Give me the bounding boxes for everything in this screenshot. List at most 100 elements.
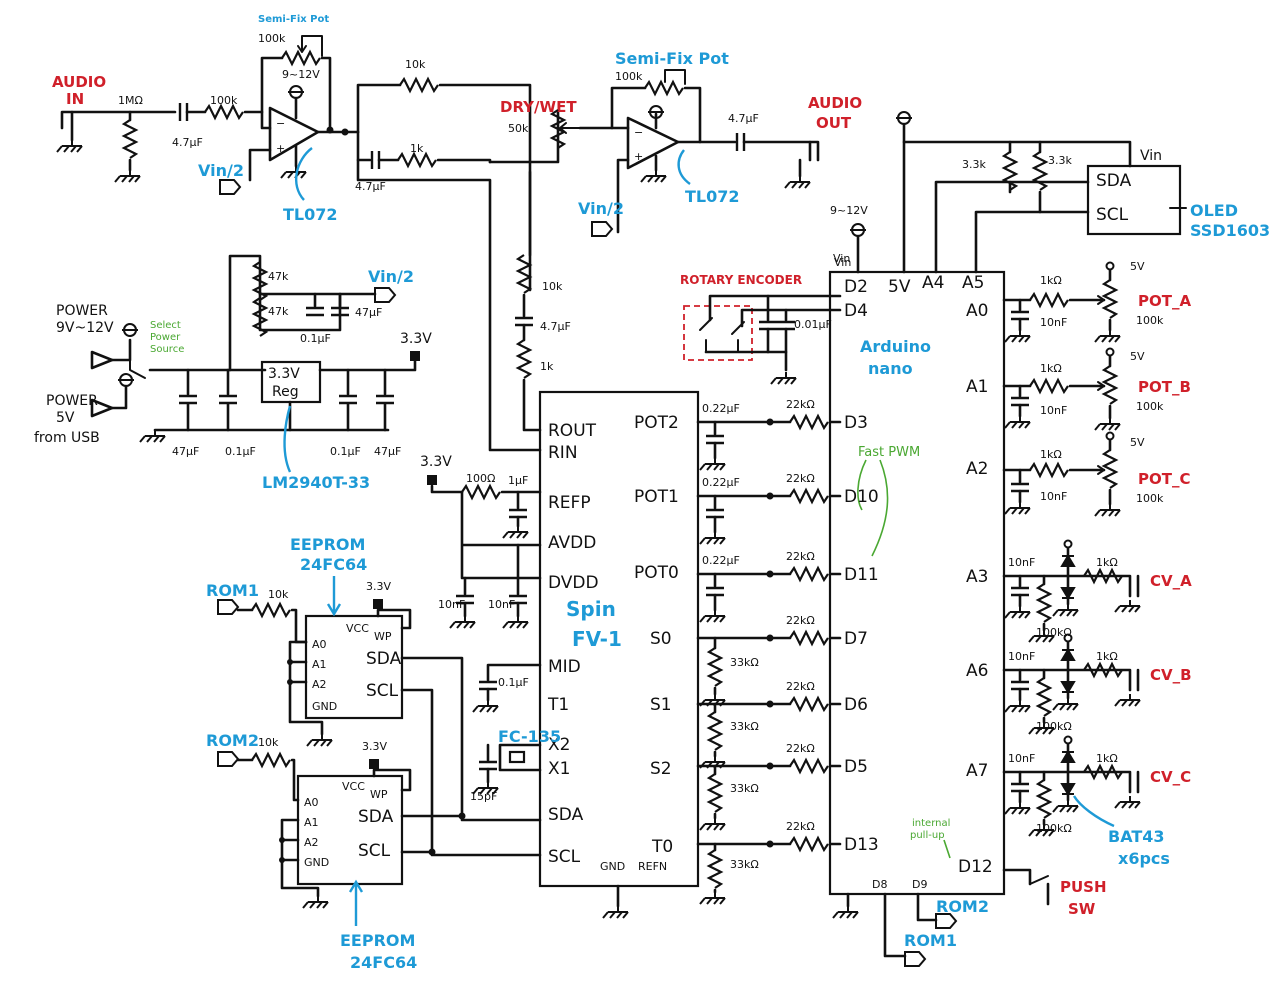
spin-nano-links: 22kΩ 22kΩ 22kΩ 22kΩ 22kΩ 22kΩ 22kΩ 0.22μ… — [696, 398, 920, 905]
power-supply: POWER 9V~12V POWER 5V from USB Select Po… — [34, 254, 432, 492]
fast-pwm-label: Fast PWM — [858, 445, 920, 460]
lm2940-label: LM2940T-33 — [262, 473, 370, 492]
push-sw-label: PUSH — [1060, 878, 1107, 896]
svg-text:−: − — [276, 117, 285, 130]
e1-pin-gnd: GND — [312, 700, 337, 713]
nano-pin-vin: Vin — [834, 256, 851, 269]
e2-pin-gnd: GND — [304, 856, 329, 869]
c-01u-b-label: 0.1μF — [330, 445, 361, 458]
vin-label: Vin — [833, 252, 850, 265]
audio-out-label-2: OUT — [816, 114, 852, 132]
bat43-label: BAT43 — [1108, 827, 1165, 846]
spin-pin-t0: T0 — [651, 837, 673, 857]
pot-b-5v: 5V — [1130, 350, 1145, 363]
cv-c-label: CV_C — [1150, 768, 1191, 786]
arduino-label: Arduino — [860, 337, 931, 356]
spin-pin-mid: MID — [548, 657, 581, 677]
spin-pin-refp: REFP — [548, 493, 591, 513]
r-1k-mid-label: 1k — [410, 142, 424, 155]
audio-in-label: AUDIO — [52, 73, 106, 91]
dry-wet-val: 50k — [508, 122, 529, 135]
power-9v-label: POWER — [56, 303, 108, 319]
op1-supply-label: 9~12V — [282, 68, 320, 81]
oled-pin-vin: Vin — [1140, 148, 1162, 164]
c-1u-label: 1μF — [508, 474, 528, 487]
spin-pin-s2: S2 — [650, 759, 672, 779]
e2-pin-a0: A0 — [304, 796, 319, 809]
spin-pin-pot1: POT1 — [634, 487, 679, 507]
vin2-2-label: Vin/2 — [578, 199, 624, 218]
c-15p-label: 15pF — [470, 790, 497, 803]
audio-out-label: AUDIO — [808, 94, 862, 112]
c-01u-a-label: 0.1μF — [225, 445, 256, 458]
vin2-1-label: Vin/2 — [198, 161, 244, 180]
r-1k-a: 1kΩ — [1040, 274, 1062, 287]
r22k-1: 22kΩ — [786, 398, 815, 411]
pot-100k-1-label: 100k — [258, 32, 286, 45]
pot-inputs: 5V 1kΩ 10nF POT_A 100k 5V 1kΩ 10nF POT_B… — [1002, 260, 1191, 517]
v33-2-label: 3.3V — [420, 454, 452, 470]
rom1-b-label: ROM1 — [904, 931, 957, 950]
oled-label-2: SSD1603 — [1190, 221, 1270, 240]
c-10n-1-label: 10nF — [438, 598, 465, 611]
spin-pin-avdd: AVDD — [548, 533, 596, 553]
r22k-3: 22kΩ — [786, 550, 815, 563]
c-10n-a: 10nF — [1040, 316, 1067, 329]
e1-pin-a0: A0 — [312, 638, 327, 651]
r-33k-1-label: 3.3k — [962, 158, 986, 171]
pullup-label-2: pull-up — [910, 830, 945, 841]
opamp-1 — [268, 106, 320, 162]
nano-pin-d9: D9 — [912, 878, 927, 891]
r-10k-top-label: 10k — [405, 58, 426, 71]
r-100ohm-label: 100Ω — [466, 472, 495, 485]
r-33k-2-label: 3.3k — [1048, 154, 1072, 167]
r-1k-cv-c: 1kΩ — [1096, 752, 1118, 765]
r33k-3: 33kΩ — [730, 782, 759, 795]
oled-label: OLED — [1190, 201, 1238, 220]
c-mid-label: 4.7μF — [355, 180, 386, 193]
e2-pin-vcc: VCC — [342, 780, 365, 793]
e1-pin-sda: SDA — [366, 649, 402, 669]
r-10k-v-label: 10k — [542, 280, 563, 293]
reg-label-2: Reg — [272, 384, 299, 400]
pot-a-5v: 5V — [1130, 260, 1145, 273]
r-100k-cv-c: 100kΩ — [1036, 822, 1072, 835]
c-v-label: 4.7μF — [540, 320, 571, 333]
cv-a-label: CV_A — [1150, 572, 1192, 590]
eeprom-1-label: EEPROM — [290, 535, 365, 554]
fc135-label: FC-135 — [498, 727, 561, 746]
c-in-label: 4.7μF — [172, 136, 203, 149]
e2-pin-sda: SDA — [358, 807, 394, 827]
c-10n-c: 10nF — [1040, 490, 1067, 503]
r22k-4: 22kΩ — [786, 614, 815, 627]
spin-pin-scl: SCL — [548, 847, 581, 867]
svg-text:+: + — [276, 142, 285, 155]
vin2-3-label: Vin/2 — [368, 267, 414, 286]
r-1k-b: 1kΩ — [1040, 362, 1062, 375]
pot-100k-2-label: 100k — [615, 70, 643, 83]
c-47u-a-label: 47μF — [172, 445, 199, 458]
c-01u-mid-label: 0.1μF — [498, 676, 529, 689]
r-10k-rom1: 10k — [268, 588, 289, 601]
r33k-2: 33kΩ — [730, 720, 759, 733]
select-power-label: Select — [150, 320, 181, 331]
spin-pin-pot2: POT2 — [634, 413, 679, 433]
e1-pin-a1: A1 — [312, 658, 327, 671]
r-100k-cv-a: 100kΩ — [1036, 626, 1072, 639]
pullup-label: internal — [912, 818, 950, 829]
pot-c-label: POT_C — [1138, 470, 1191, 488]
power-5v-label: POWER — [46, 393, 98, 409]
oled-pin-scl: SCL — [1096, 205, 1129, 225]
r-100k-cv-b: 100kΩ — [1036, 720, 1072, 733]
spin-pin-dvdd: DVDD — [548, 573, 599, 593]
eeprom-1-chip — [304, 614, 404, 720]
spin-pin-t1: T1 — [547, 695, 569, 715]
c-10n-cv-c: 10nF — [1008, 752, 1035, 765]
nano-pin-d8: D8 — [872, 878, 887, 891]
nano-pin-d13: D13 — [844, 835, 879, 855]
r22k-6: 22kΩ — [786, 742, 815, 755]
r-1k-cv-a: 1kΩ — [1096, 556, 1118, 569]
nano-pin-a1: A1 — [966, 377, 988, 397]
nano-pin-a0: A0 — [966, 301, 988, 321]
spin-pin-x2: X2 — [548, 735, 570, 755]
